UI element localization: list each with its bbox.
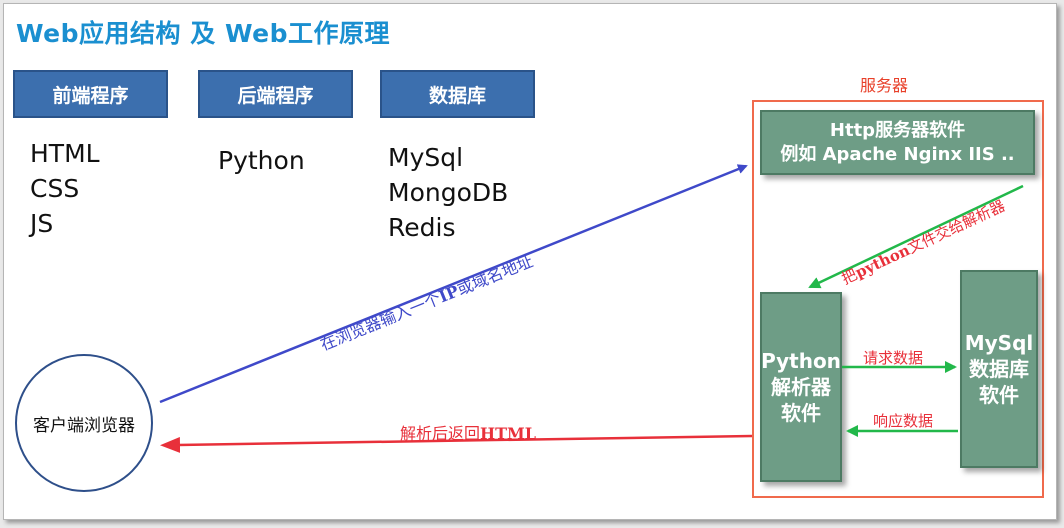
- query-arrow-label: 请求数据: [863, 349, 924, 367]
- response-label-prefix: 解析后返回: [400, 424, 481, 443]
- response-arrow-label: 解析后返回HTML: [400, 420, 536, 444]
- backend-list: Python: [218, 143, 305, 178]
- client-browser-node: 客户端浏览器: [15, 354, 153, 492]
- http-server-line2: 例如 Apache Nginx IIS ..: [780, 143, 1015, 165]
- db-box-line3: 软件: [979, 383, 1019, 407]
- list-item: CSS: [30, 174, 80, 203]
- frontend-list: HTML CSS JS: [30, 136, 100, 241]
- page-title: Web应用结构 及 Web工作原理: [16, 19, 390, 48]
- response-label-highlight: HTML: [480, 424, 536, 443]
- handoff-arrow: [808, 184, 1024, 289]
- python-interpreter-box: Python 解析器 软件: [760, 292, 842, 482]
- list-item: Redis: [388, 213, 456, 242]
- database-header: 数据库: [380, 70, 535, 118]
- python-box-line3: 软件: [781, 401, 821, 425]
- frontend-header: 前端程序: [13, 70, 168, 118]
- response-arrow: [160, 434, 753, 453]
- list-item: MongoDB: [388, 178, 509, 207]
- list-item: Python: [218, 146, 305, 175]
- reply-arrow-label: 响应数据: [873, 412, 934, 430]
- mysql-database-box: MySql 数据库 软件: [960, 270, 1038, 468]
- db-box-line1: MySql: [964, 331, 1034, 355]
- http-server-line1: Http服务器软件: [829, 119, 966, 141]
- request-arrow: [159, 164, 748, 404]
- db-box-line2: 数据库: [969, 357, 1029, 381]
- client-label: 客户端浏览器: [33, 415, 135, 436]
- backend-header: 后端程序: [198, 70, 353, 118]
- list-item: HTML: [30, 139, 100, 168]
- http-server-box: Http服务器软件 例如 Apache Nginx IIS ..: [760, 110, 1035, 175]
- python-box-line2: 解析器: [771, 375, 831, 399]
- server-label: 服务器: [860, 76, 909, 95]
- list-item: JS: [30, 209, 54, 238]
- database-list: MySql MongoDB Redis: [388, 140, 508, 245]
- list-item: MySql: [388, 143, 464, 172]
- server-frame: [752, 100, 1044, 498]
- python-box-line1: Python: [761, 349, 841, 373]
